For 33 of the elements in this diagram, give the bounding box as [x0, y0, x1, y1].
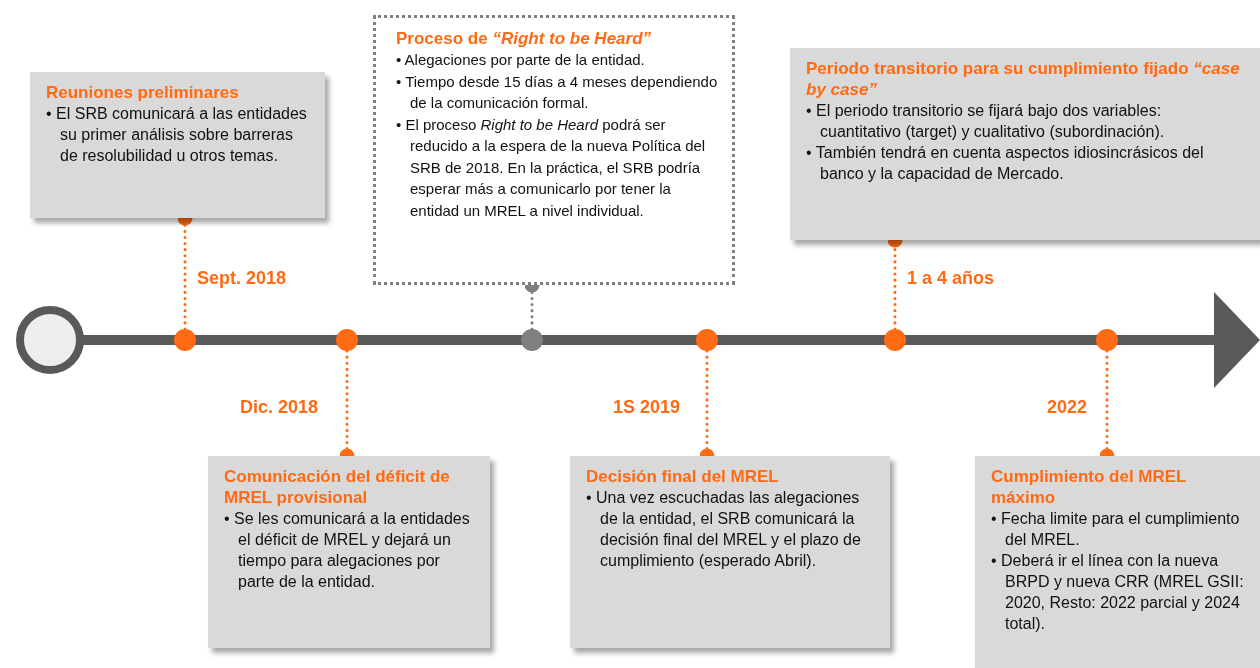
- text-card: [570, 456, 890, 648]
- text-card: [975, 456, 1260, 668]
- card-heading: Comunicación del déficit de MREL provisional: [224, 466, 451, 508]
- bullet-text: • Tiempo desde 15 días a 4 meses dependiendo de la comunicación formal.: [396, 71, 719, 113]
- card-heading: Reuniones preliminares: [46, 82, 240, 103]
- card-heading: Decisión final del MREL: [586, 466, 780, 487]
- card-heading: Periodo transitorio para su cumplimiento fijado “case by case”: [806, 58, 1241, 100]
- date-label: Sept. 2018: [197, 268, 287, 289]
- card-heading: Cumplimiento del MREL máximo: [991, 466, 1188, 508]
- timeline-dot: [174, 329, 196, 351]
- bullet-text: • Deberá ir el línea con la nueva BRPD y nueva CRR (MREL GSII: 2020, Resto: 2022 parcial y 2024 total).: [991, 551, 1245, 634]
- timeline-dot: [521, 329, 543, 351]
- bullet-text: • Se les comunicará a la entidades el déficit de MREL y dejará un tiempo para alegaciones por parte de la entidad.: [224, 509, 471, 592]
- date-label: 1S 2019: [613, 397, 681, 418]
- date-label: Dic. 2018: [240, 397, 319, 418]
- text-card: [30, 72, 325, 218]
- timeline-dot: [1096, 329, 1118, 351]
- bullet-text: • El periodo transitorio se fijará bajo dos variables: cuantitativo (target) y cualitativo (subordinación).: [806, 101, 1166, 142]
- date-label: 2022: [1047, 397, 1088, 418]
- bullet-text: • El SRB comunicará a las entidades su primer análisis sobre barreras de resolubilidad u otros temas.: [46, 104, 308, 166]
- text-card: [208, 456, 490, 648]
- date-label: 1 a 4 años: [907, 268, 995, 289]
- timeline-dot: [696, 329, 718, 351]
- bullet-text: • Fecha limite para el cumplimiento del MREL.: [991, 509, 1241, 550]
- card-heading: Proceso de “Right to be Heard”: [396, 28, 653, 49]
- text-card: [790, 48, 1260, 240]
- bullet-text: • Una vez escuchadas las alegaciones de la entidad, el SRB comunicará la decisión final del MREL y el plazo de cumplimiento (esperado Abril).: [586, 488, 862, 571]
- timeline-dot: [884, 329, 906, 351]
- bullet-text: • El proceso Right to be Heard podrá ser reducido a la espera de la nueva Política del SRB de 2018. En la práctica, el SRB podría esperar más a comunicarlo por tener la entidad un MREL a nivel individual.: [396, 114, 707, 221]
- text-card: [373, 15, 735, 285]
- timeline-dot: [336, 329, 358, 351]
- bullet-text: • Alegaciones por parte de la entidad.: [396, 50, 646, 70]
- bullet-text: • También tendrá en cuenta aspectos idiosincrásicos del banco y la capacidad de Mercado.: [806, 143, 1205, 184]
